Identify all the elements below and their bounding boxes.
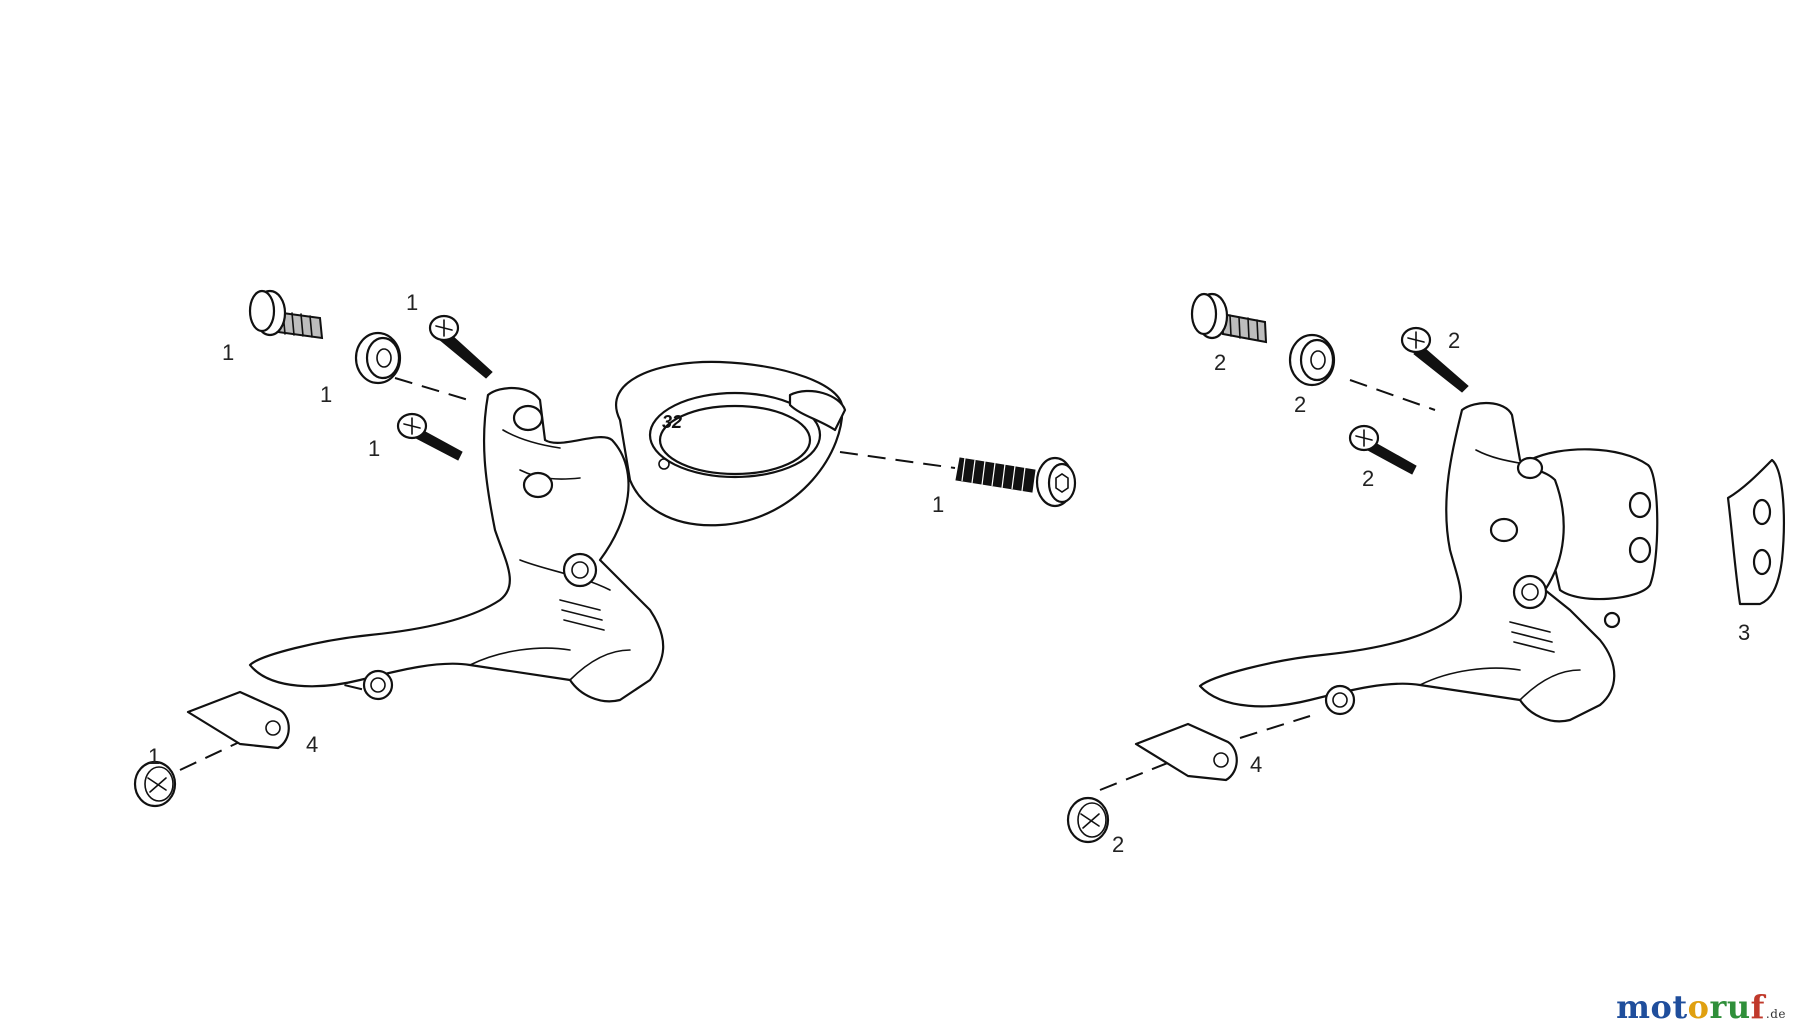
- watermark-letter: m: [1616, 988, 1651, 1026]
- callout-left-cap-screw: 1: [222, 340, 234, 365]
- callout-right-guard-screw: 2: [1112, 832, 1124, 857]
- right-cap-screw: [1190, 292, 1268, 344]
- callout-left-lower-screw: 1: [368, 436, 380, 461]
- watermark-letter: r: [1709, 988, 1727, 1026]
- watermark-letter: t: [1672, 988, 1688, 1026]
- watermark-letter: u: [1726, 988, 1751, 1026]
- callout-right-lower-screw: 2: [1362, 466, 1374, 491]
- right-guard-screw: [1066, 796, 1110, 844]
- ring-size-marking: 32: [662, 412, 682, 432]
- left-washer: [354, 331, 402, 385]
- callout-right-cap-screw: 2: [1214, 350, 1226, 375]
- callout-right-washer: 2: [1294, 392, 1306, 417]
- callout-left-washer: 1: [320, 382, 332, 407]
- callout-right-upper-screw: 2: [1448, 328, 1460, 353]
- right-washer: [1288, 333, 1336, 387]
- callout-left-long-bolt: 1: [932, 492, 944, 517]
- left-derailleur-body: [248, 387, 665, 703]
- callout-right-chain-guard: 4: [1250, 752, 1262, 777]
- callout-left-upper-screw: 1: [406, 290, 418, 315]
- right-lower-screw: [1348, 424, 1417, 475]
- right-braze-on-mount: [1528, 448, 1659, 601]
- right-derailleur-body: [1198, 402, 1621, 723]
- left-assembly: 32: [133, 289, 1077, 808]
- callout-right-shim: 3: [1738, 620, 1750, 645]
- motoruf-watermark-logo: motoruf.de: [1616, 988, 1786, 1026]
- left-lower-screw: [396, 412, 463, 461]
- left-guard-screw: [133, 760, 177, 808]
- right-shim: [1726, 458, 1785, 606]
- watermark-letter: o: [1687, 988, 1710, 1026]
- watermark-letter: f: [1750, 988, 1765, 1026]
- left-upper-screw: [428, 314, 493, 379]
- right-upper-screw: [1400, 326, 1469, 393]
- right-chain-guard: [1134, 722, 1238, 782]
- watermark-letter: o: [1650, 988, 1673, 1026]
- callout-left-guard-screw: 1: [148, 744, 160, 769]
- left-chain-guard: [186, 690, 290, 750]
- watermark-tld: .de: [1765, 1007, 1786, 1021]
- left-clamp-ring: 32: [615, 360, 847, 527]
- left-long-bolt: [955, 456, 1077, 508]
- left-cap-screw: [248, 289, 324, 340]
- callout-left-chain-guard: 4: [306, 732, 318, 757]
- right-assembly: 2 2 2 2 3 4 2: [1066, 292, 1785, 857]
